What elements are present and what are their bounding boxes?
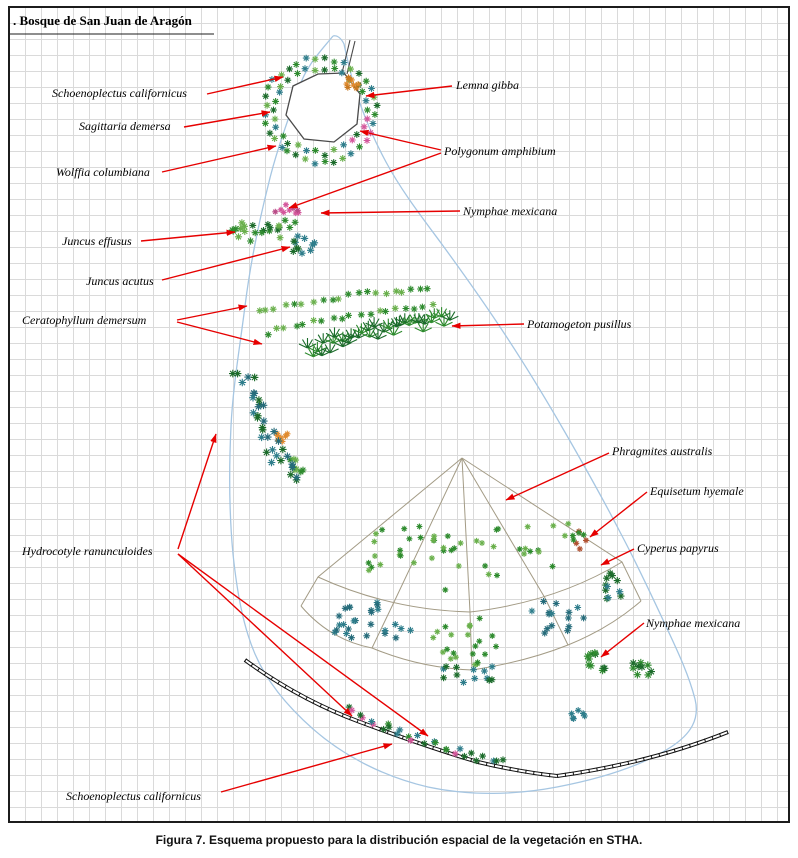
label-juncus-effusus: Juncus effusus xyxy=(62,234,132,248)
map-title: . Bosque de San Juan de Aragón xyxy=(13,13,192,28)
label-sagittaria-demersa: Sagittaria demersa xyxy=(79,119,171,133)
label-polygonum-amphibium: Polygonum amphibium xyxy=(444,144,556,158)
label-equisetum-hyemale: Equisetum hyemale xyxy=(650,484,744,498)
label-nymphae-mexicana-right: Nymphae mexicana xyxy=(646,616,741,630)
label-schoenoplectus-bottom: Schoenoplectus californicus xyxy=(66,789,201,803)
label-juncus-acutus: Juncus acutus xyxy=(86,274,154,288)
figure-caption: Figura 7. Esquema propuesto para la dist… xyxy=(155,833,643,847)
label-wolffia-columbiana: Wolffia columbiana xyxy=(56,165,150,179)
label-potamogeton-pusillus: Potamogeton pusillus xyxy=(527,317,632,331)
label-hydrocotyle-ranunculoides: Hydrocotyle ranunculoides xyxy=(22,544,153,558)
label-phragmites-australis: Phragmites australis xyxy=(612,444,713,458)
label-schoenoplectus-top: Schoenoplectus californicus xyxy=(52,86,187,100)
label-ceratophyllum-demersum: Ceratophyllum demersum xyxy=(22,313,147,327)
label-nymphae-mexicana-top: Nymphae mexicana xyxy=(463,204,558,218)
label-lemna-gibba: Lemna gibba xyxy=(456,78,519,92)
label-cyperus-papyrus: Cyperus papyrus xyxy=(637,541,719,555)
